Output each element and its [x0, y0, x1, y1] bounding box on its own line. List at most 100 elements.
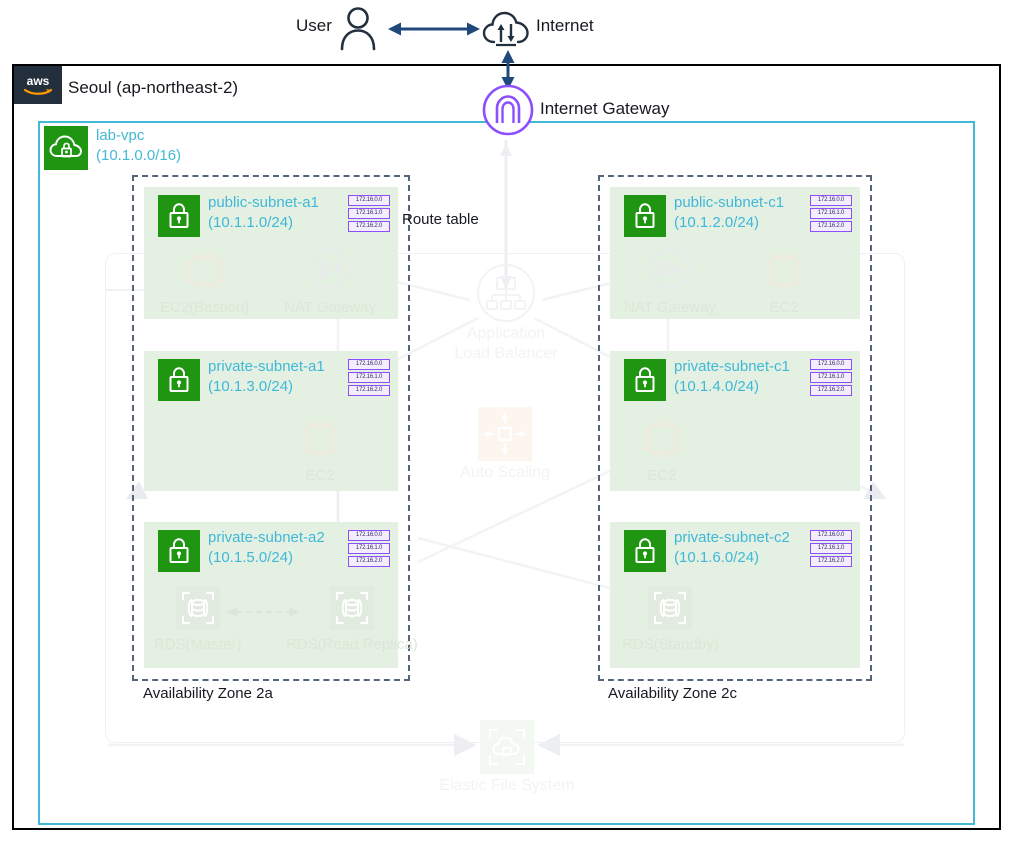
internet-gateway-arrow [501, 50, 515, 90]
resource-rds-read-replica: RDS(Read Replica) [286, 582, 418, 653]
service-label-line1: Elastic File System [439, 777, 575, 794]
subnet-cidr: (10.1.4.0/24) [674, 378, 760, 395]
rds-database-icon [644, 582, 696, 634]
rds-database-icon [326, 582, 378, 634]
internet-cloud-icon [482, 11, 529, 47]
internet-gateway-icon [482, 84, 534, 136]
resource-rds-standby: RDS(Standby) [622, 582, 719, 653]
subnet-cidr: (10.1.3.0/24) [208, 378, 294, 395]
subnet-private-subnet-a2[interactable]: private-subnet-a2 (10.1.5.0/24) 172.16.0… [144, 522, 418, 668]
resource-ec2: EC2 [636, 413, 688, 484]
subnet-label: private-subnet-c2 (10.1.6.0/24) [674, 528, 790, 568]
ec2-instance-icon [294, 413, 346, 465]
subnet-cidr: (10.1.5.0/24) [208, 549, 294, 566]
subnet-name: public-subnet-c1 [674, 194, 785, 211]
resource-label: EC2 [305, 467, 335, 484]
resource-label: RDS(Standby) [622, 636, 719, 653]
route-table-row: 172.16.0.0 [348, 359, 390, 370]
aws-logo: aws [14, 66, 62, 104]
service-elastic-file-system: Elastic File System [432, 718, 582, 796]
internet-gateway-label: Internet Gateway [540, 99, 670, 118]
subnet-lock-icon [158, 530, 200, 572]
subnet-label: private-subnet-a2 (10.1.5.0/24) [208, 528, 325, 568]
route-table-row: 172.16.0.0 [348, 530, 390, 541]
ec2-instance-icon [636, 413, 688, 465]
resource-label: NAT Gateway [624, 299, 716, 316]
route-table-row: 172.16.0.0 [810, 530, 852, 541]
subnet-name: private-subnet-a2 [208, 529, 325, 546]
subnet-public-subnet-c1[interactable]: public-subnet-c1 (10.1.2.0/24) 172.16.0.… [610, 187, 860, 319]
load-balancer-icon [477, 264, 535, 322]
route-table-row: 172.16.1.0 [810, 372, 852, 383]
route-table-label: Route table [402, 211, 479, 228]
ec2-instance-icon [179, 245, 231, 297]
route-table-row: 172.16.0.0 [810, 359, 852, 370]
subnet-lock-icon [158, 359, 200, 401]
user-label: User [296, 16, 332, 35]
route-table-row: 172.16.2.0 [348, 385, 390, 396]
route-table[interactable]: 172.16.0.0 172.16.1.0 172.16.2.0 [810, 530, 852, 569]
resource-label: RDS(Master) [154, 636, 242, 653]
resource-nat-gateway: NAT Gateway [284, 245, 376, 316]
resource-label: RDS(Read Replica) [286, 636, 418, 653]
vpc-name: lab-vpc [96, 127, 145, 144]
elastic-file-system-icon [480, 720, 534, 774]
subnet-label: private-subnet-a1 (10.1.3.0/24) [208, 357, 325, 397]
ec2-instance-icon [758, 245, 810, 297]
subnet-private-subnet-c1[interactable]: private-subnet-c1 (10.1.4.0/24) 172.16.0… [610, 351, 860, 491]
auto-scaling-icon [478, 407, 532, 461]
vpc-cidr: (10.1.0.0/16) [96, 147, 182, 164]
subnet-private-subnet-a1[interactable]: private-subnet-a1 (10.1.3.0/24) 172.16.0… [144, 351, 398, 491]
service-label-line1: Auto Scaling [460, 464, 550, 481]
route-table[interactable]: 172.16.0.0 172.16.1.0 172.16.2.0 [810, 359, 852, 398]
nat-gateway-icon [644, 245, 696, 297]
subnet-name: private-subnet-a1 [208, 358, 325, 375]
route-table-row: 172.16.1.0 [348, 208, 390, 219]
subnet-cidr: (10.1.2.0/24) [674, 214, 760, 231]
subnet-private-subnet-c2[interactable]: private-subnet-c2 (10.1.6.0/24) 172.16.0… [610, 522, 860, 668]
route-table-row: 172.16.2.0 [348, 556, 390, 567]
vpc-cloud-lock-icon [44, 126, 88, 170]
route-table[interactable]: 172.16.0.0 172.16.1.0 172.16.2.0 [348, 530, 390, 569]
resource-label: EC2 [769, 299, 799, 316]
rds-database-icon [172, 582, 224, 634]
resource-nat-gateway: NAT Gateway [624, 245, 716, 316]
route-table[interactable]: 172.16.0.0 172.16.1.0 172.16.2.0 [348, 359, 390, 398]
subnet-name: private-subnet-c1 [674, 358, 790, 375]
subnet-lock-icon [158, 195, 200, 237]
resource-ec2-bastion: EC2(Bastion) [160, 245, 249, 316]
service-label-line1: Application [466, 325, 546, 342]
subnet-label: private-subnet-c1 (10.1.4.0/24) [674, 357, 790, 397]
route-table-row: 172.16.2.0 [810, 556, 852, 567]
subnet-public-subnet-a1[interactable]: public-subnet-a1 (10.1.1.0/24) 172.16.0.… [144, 187, 398, 319]
route-table-row: 172.16.2.0 [810, 385, 852, 396]
resource-label: NAT Gateway [284, 299, 376, 316]
route-table-row: 172.16.1.0 [348, 543, 390, 554]
subnet-lock-icon [624, 195, 666, 237]
nat-gateway-icon [304, 245, 356, 297]
service-auto-scaling: Auto Scaling [450, 405, 560, 483]
route-table-row: 172.16.1.0 [348, 372, 390, 383]
resource-label: EC2(Bastion) [160, 299, 250, 316]
route-table[interactable]: 172.16.0.0 172.16.1.0 172.16.2.0 [810, 195, 852, 234]
svg-text:aws: aws [27, 74, 50, 88]
rds-replication-arrow [226, 607, 300, 617]
resource-ec2: EC2 [294, 413, 346, 484]
route-table-row: 172.16.2.0 [348, 221, 390, 232]
availability-zone-2a-label: Availability Zone 2a [143, 685, 273, 702]
region-label: Seoul (ap-northeast-2) [68, 78, 239, 97]
resource-ec2: EC2 [758, 245, 810, 316]
route-table-row: 172.16.1.0 [810, 208, 852, 219]
user-icon [340, 7, 376, 51]
user-internet-arrow [388, 22, 480, 36]
subnet-cidr: (10.1.1.0/24) [208, 214, 294, 231]
subnet-lock-icon [624, 359, 666, 401]
subnet-label: public-subnet-a1 (10.1.1.0/24) [208, 193, 319, 233]
subnet-name: private-subnet-c2 [674, 529, 790, 546]
resource-rds-master: RDS(Master) [154, 582, 242, 653]
route-table[interactable]: 172.16.0.0 172.16.1.0 172.16.2.0 [348, 195, 390, 234]
route-table-row: 172.16.1.0 [810, 543, 852, 554]
subnet-label: public-subnet-c1 (10.1.2.0/24) [674, 193, 784, 233]
route-table-row: 172.16.0.0 [348, 195, 390, 206]
